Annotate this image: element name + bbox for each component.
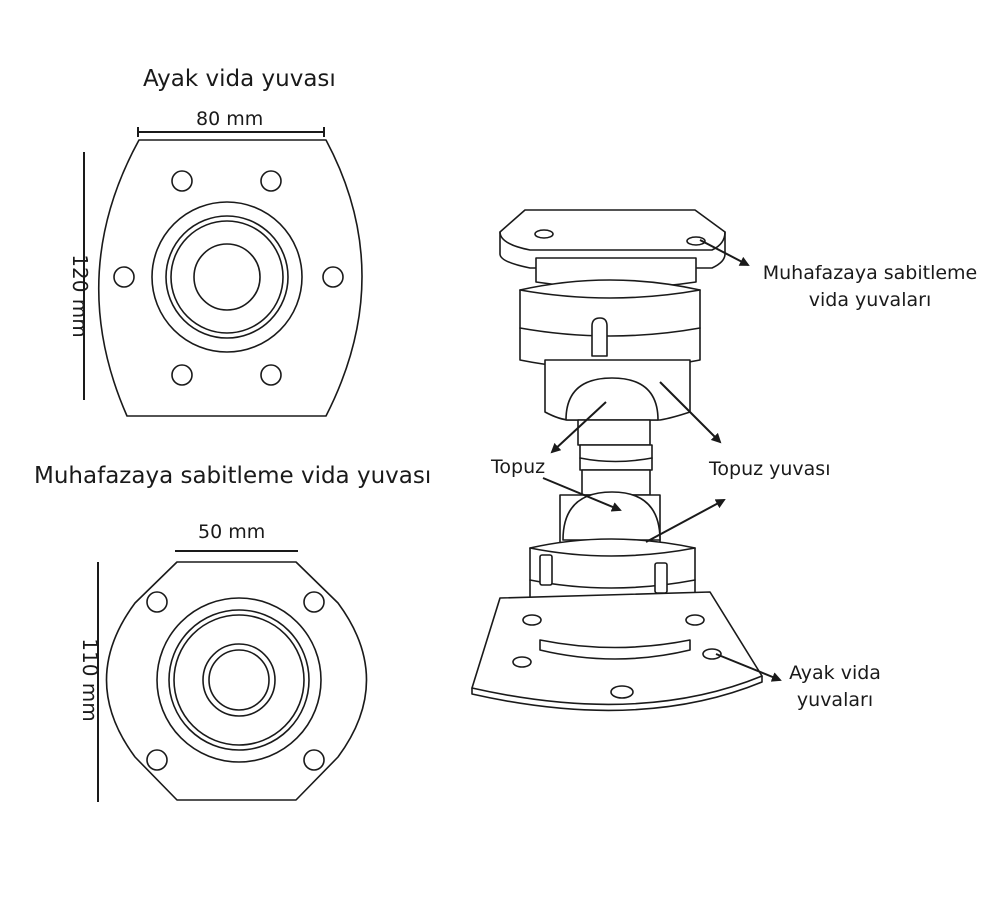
callout-arrows <box>542 239 782 682</box>
top-width-dimension <box>137 127 325 137</box>
callout-mount-holes-line2: vida yuvaları <box>808 289 932 311</box>
top-view-title: Ayak vida yuvası <box>143 66 336 92</box>
top-height-label: 120 mm <box>67 254 92 338</box>
bottom-height-label: 110 mm <box>77 638 102 722</box>
callout-mount-holes-line1: Muhafazaya sabitleme <box>762 262 978 284</box>
callout-ball-socket: Topuz yuvası <box>709 458 831 480</box>
callout-foot-holes-line2: yuvaları <box>796 689 874 711</box>
callout-foot-holes-line1: Ayak vida <box>789 662 881 684</box>
mount-plate-bottom-view <box>105 561 368 801</box>
foot-plate-top-view <box>97 139 363 417</box>
callout-foot-holes: Ayak vida yuvaları <box>780 660 890 714</box>
exploded-assembly <box>471 209 763 712</box>
callout-mount-holes: Muhafazaya sabitleme vida yuvaları <box>756 260 984 314</box>
bottom-width-label: 50 mm <box>198 521 266 543</box>
top-width-label: 80 mm <box>196 108 264 130</box>
bottom-view-title: Muhafazaya sabitleme vida yuvası <box>34 463 432 489</box>
callout-ball: Topuz <box>491 456 546 478</box>
